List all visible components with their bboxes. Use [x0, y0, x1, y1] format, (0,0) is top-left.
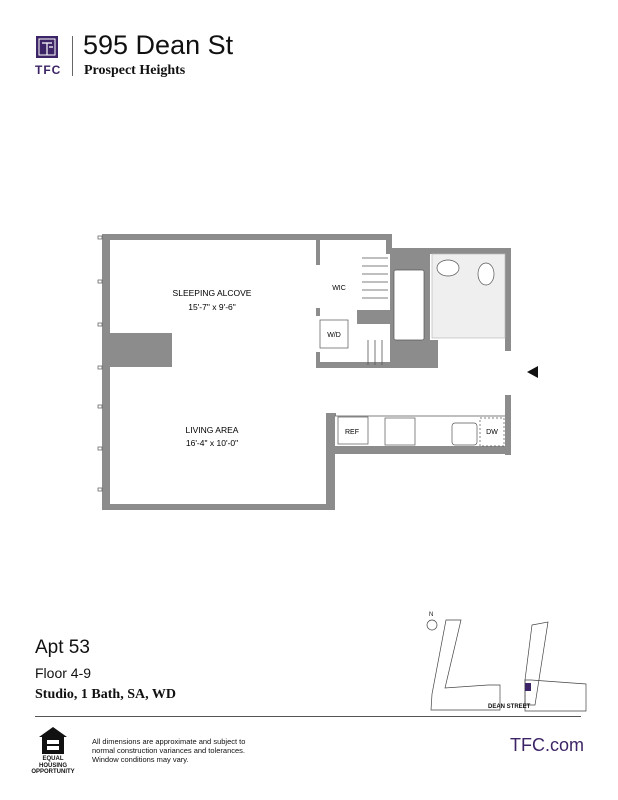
key-plan: N [426, 612, 587, 712]
building-title: 595 Dean St [83, 30, 234, 60]
dishwasher [479, 417, 505, 447]
logo-text: TFC [35, 63, 62, 77]
website-link[interactable]: TFC.com [510, 735, 584, 755]
wd-label: W/D [327, 332, 341, 339]
equal-housing-label: EQUAL HOUSING OPPORTUNITY [31, 756, 75, 775]
header-divider [72, 36, 73, 76]
room-dims: 16'-4" x 10'-0" [186, 438, 238, 448]
structural-column [102, 333, 172, 367]
sink [436, 259, 460, 277]
range [384, 417, 416, 446]
dw-label: DW [486, 429, 498, 436]
refrigerator [337, 416, 369, 445]
street-label: DEAN STREET [488, 704, 531, 710]
toilet [477, 262, 495, 286]
ref-label: REF [345, 429, 359, 436]
unit-highlight [525, 683, 531, 691]
bathtub [393, 269, 425, 341]
room-label: LIVING AREA [186, 425, 239, 435]
wic-label: WIC [332, 285, 346, 292]
entry-arrow-icon [527, 366, 538, 378]
window-mullions [97, 235, 103, 492]
washer-dryer [319, 319, 349, 349]
floor-range: Floor 4-9 [35, 665, 92, 681]
footer-divider [35, 716, 581, 717]
kitchen-sink [451, 422, 478, 446]
north-label: N [429, 612, 433, 618]
tfc-logo [36, 36, 58, 58]
room-label: SLEEPING ALCOVE [173, 288, 252, 298]
apt-number: Apt 53 [35, 637, 90, 658]
equal-housing-icon [39, 727, 67, 755]
unit-description: Studio, 1 Bath, SA, WD [35, 687, 176, 702]
neighborhood: Prospect Heights [84, 63, 186, 78]
disclaimer: All dimensions are approximate and subje… [92, 737, 246, 764]
room-dims: 15'-7" x 9'-6" [188, 302, 236, 312]
closet-shelving [362, 257, 388, 365]
